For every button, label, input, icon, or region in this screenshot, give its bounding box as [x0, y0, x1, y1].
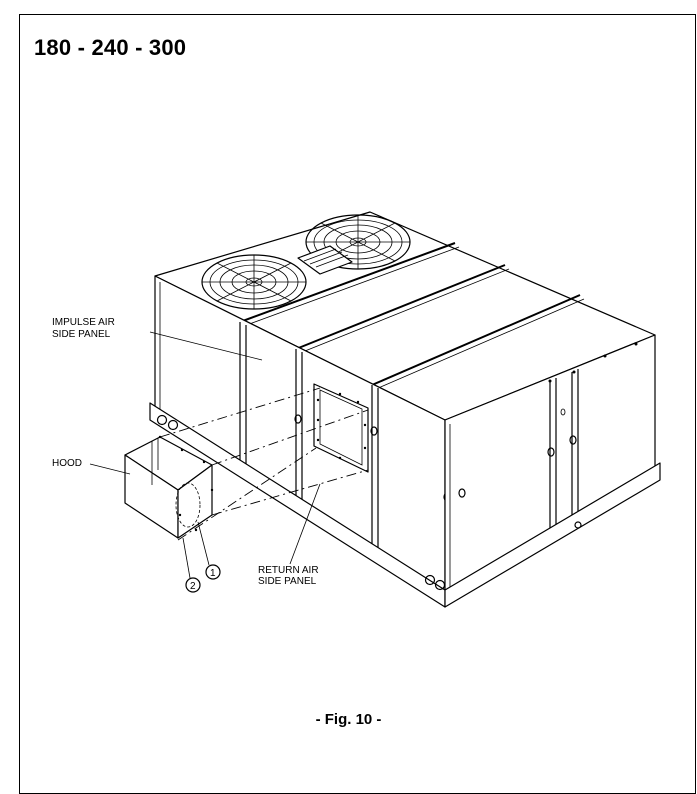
condenser-fan-left [201, 254, 307, 310]
return-label-line2: SIDE PANEL [258, 576, 317, 587]
label-return-air-side-panel: RETURN AIR SIDE PANEL [258, 483, 321, 587]
callout-1: 1 [197, 521, 221, 580]
impulse-label-line1: IMPULSE AIR [52, 317, 115, 328]
rooftop-unit-diagram: IMPULSE AIR SIDE PANEL HOOD RETURN AIR S… [52, 211, 661, 608]
roof-grille [297, 245, 353, 275]
label-impulse-air-side-panel: IMPULSE AIR SIDE PANEL [52, 317, 263, 361]
impulse-label-line2: SIDE PANEL [52, 329, 111, 340]
alignment-lines [159, 387, 369, 541]
callout-2-number: 2 [190, 581, 196, 592]
label-hood: HOOD [52, 458, 131, 475]
page-title: 180 - 240 - 300 [34, 35, 187, 60]
callout-2: 2 [182, 537, 201, 593]
return-label-line1: RETURN AIR [258, 565, 319, 576]
unit-base-rail [149, 402, 661, 608]
hood-label: HOOD [52, 458, 82, 469]
callout-1-number: 1 [210, 568, 216, 579]
condenser-fan-right [305, 214, 411, 270]
hood [124, 435, 214, 539]
figure-caption: - Fig. 10 - [315, 711, 382, 728]
